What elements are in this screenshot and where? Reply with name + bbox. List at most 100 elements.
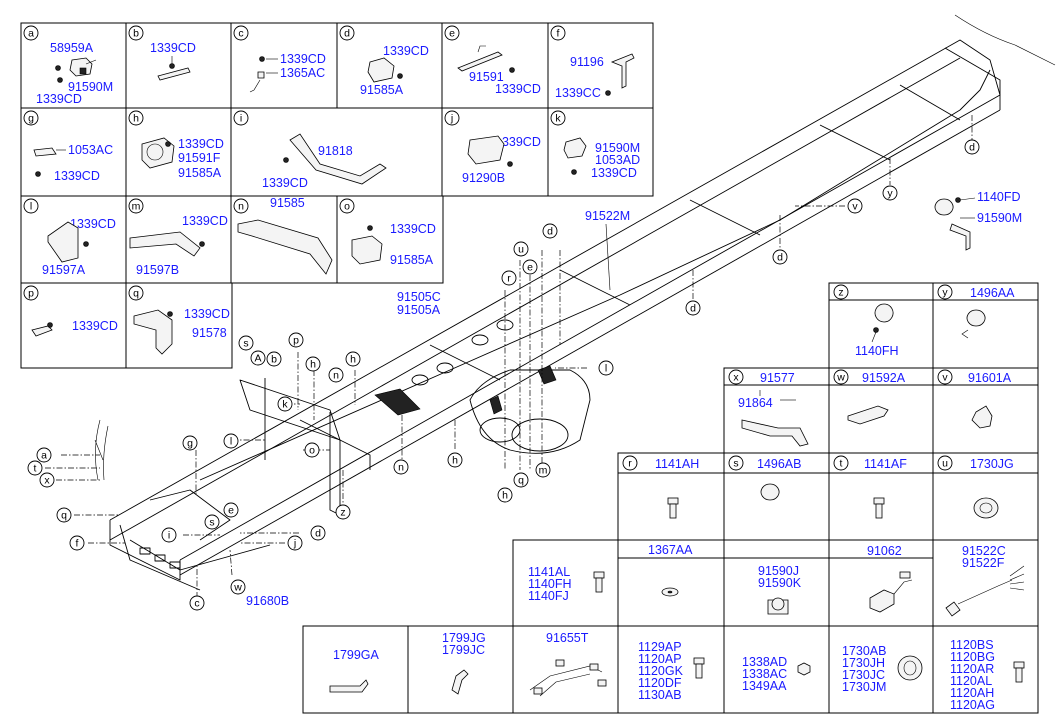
panel-b: 1339CD	[150, 41, 196, 81]
panel-j: 1339CD 91290B	[462, 135, 541, 185]
bolt-group-cell: 1141AL 1140FH 1140FJ	[528, 565, 605, 603]
callout-l-front: l	[230, 436, 232, 448]
callout-j: j	[293, 538, 296, 550]
panel-z: 1140FH	[855, 303, 899, 358]
part-1120BS: 1120BS	[950, 638, 994, 652]
callout-v: v	[852, 201, 858, 213]
callout-i: i	[168, 530, 170, 542]
callout-d-far: d	[777, 252, 783, 264]
panel-letter-v: v	[942, 372, 948, 384]
callout-t: t	[34, 463, 37, 475]
callout-q-low: q	[518, 475, 524, 487]
part-1799JG: 1799JG	[442, 631, 486, 645]
panel-letter-t: t	[840, 458, 843, 470]
detail-panels-grid	[20, 22, 654, 369]
panel-letter-d: d	[344, 28, 350, 40]
bolts-cell: 1129AP 1120AP 1120GK 1120DF 1130AB	[638, 640, 705, 702]
part-58959A: 58959A	[50, 41, 94, 55]
callout-d-mid: d	[547, 226, 553, 238]
callout-g: g	[187, 438, 193, 450]
part-91601A: 91601A	[968, 371, 1012, 385]
panel-letter-u: u	[942, 458, 948, 470]
part-1338AD: 1338AD	[742, 655, 787, 669]
part-91577: 91577	[760, 371, 795, 385]
part-1730AB: 1730AB	[842, 644, 886, 658]
callout-f: f	[76, 538, 79, 550]
panel-letter-z: z	[838, 287, 843, 299]
part-91522C: 91522C	[962, 544, 1006, 558]
leader-lines	[45, 115, 973, 598]
callout-n-top: n	[333, 370, 339, 382]
part-1339CD: 1339CD	[390, 222, 436, 236]
part-1339CD: 1339CD	[262, 176, 308, 190]
nuts-cell: 1338AD 1338AC 1349AA	[742, 655, 811, 693]
part-1120DF: 1120DF	[638, 676, 682, 690]
panel-f: 91196 1339CC	[555, 53, 635, 100]
part-1339CD: 1339CD	[72, 319, 118, 333]
panel-q: 1339CD 91578	[133, 307, 230, 355]
callout-d-end: d	[969, 142, 975, 154]
main-part-labels: 91522M 91505C 91505A 91680B 1140FD 91590…	[246, 190, 1022, 608]
part-91062: 91062	[867, 544, 902, 558]
part-1339CD: 1339CD	[383, 44, 429, 58]
part-1339CD: 1339CD	[70, 217, 116, 231]
washer-cell: 1367AA	[648, 543, 693, 597]
callout-s-low: s	[209, 517, 214, 529]
right-panels-grid	[302, 282, 1039, 714]
callout-h-2: h	[350, 354, 356, 366]
part-1339CD: 1339CD	[54, 169, 100, 183]
panel-letter-a: a	[28, 28, 34, 40]
part-91585: 91585	[270, 196, 305, 210]
panel-v	[971, 405, 993, 429]
panel-letter-m: m	[132, 201, 141, 213]
part-91591: 91591	[469, 70, 504, 84]
part-1339CD: 1339CD	[495, 135, 541, 149]
part-1339CD: 1339CD	[36, 92, 82, 106]
part-1120AG: 1120AG	[950, 698, 995, 712]
part-91505A: 91505A	[397, 303, 441, 317]
connector-cell: 91062	[867, 544, 913, 613]
panel-e: 91591 1339CD	[457, 45, 541, 96]
panel-letter-x: x	[733, 372, 739, 384]
part-91522M: 91522M	[585, 209, 630, 223]
part-1141AH: 1141AH	[655, 457, 699, 471]
callout-c: c	[194, 598, 199, 610]
panel-h: 1339CD 91591F 91585A	[141, 137, 224, 180]
callout-p: p	[293, 335, 299, 347]
part-91585A: 91585A	[360, 83, 404, 97]
panel-p: 1339CD	[31, 319, 118, 337]
strap1-cell: 1799GA	[329, 648, 380, 693]
strap2-cell: 1799JG 1799JC	[442, 631, 486, 695]
part-91597A: 91597A	[42, 263, 86, 277]
panel-c: 1339CD 1365AC	[249, 52, 326, 93]
panel-d: 1339CD 91585A	[360, 44, 429, 97]
panel-i: 91818 1339CD	[262, 133, 387, 190]
part-1339CD: 1339CD	[495, 82, 541, 96]
part-91585A: 91585A	[390, 253, 434, 267]
part-91578: 91578	[192, 326, 227, 340]
plugs-cell: 1730AB 1730JH 1730JC 1730JM	[842, 644, 923, 694]
part-1120AR: 1120AR	[950, 662, 994, 676]
grommet-cell: 91590J 91590K	[758, 564, 802, 615]
callout-k: k	[282, 399, 288, 411]
panel-letter-o: o	[344, 201, 350, 213]
callout-h-top: h	[310, 359, 316, 371]
panel-letter-k: k	[555, 113, 561, 125]
part-1349AA: 1349AA	[742, 679, 787, 693]
panel-m: 1339CD 91597B	[129, 214, 228, 277]
part-1141AF: 1141AF	[864, 457, 907, 471]
callout-a: a	[41, 450, 47, 462]
part-1730JC: 1730JC	[842, 668, 885, 682]
panel-letter-w: w	[836, 372, 845, 384]
part-91655T: 91655T	[546, 631, 589, 645]
part-1140FH: 1140FH	[528, 577, 572, 591]
part-1129AP: 1129AP	[638, 640, 682, 654]
part-1130AB: 1130AB	[638, 688, 682, 702]
part-1339CD: 1339CD	[184, 307, 230, 321]
part-1339CD: 1339CD	[280, 52, 326, 66]
callout-e-rear: e	[527, 262, 533, 274]
panel-letter-f: f	[557, 28, 560, 40]
panel-letter-s: s	[733, 458, 738, 470]
part-1496AB: 1496AB	[757, 457, 801, 471]
